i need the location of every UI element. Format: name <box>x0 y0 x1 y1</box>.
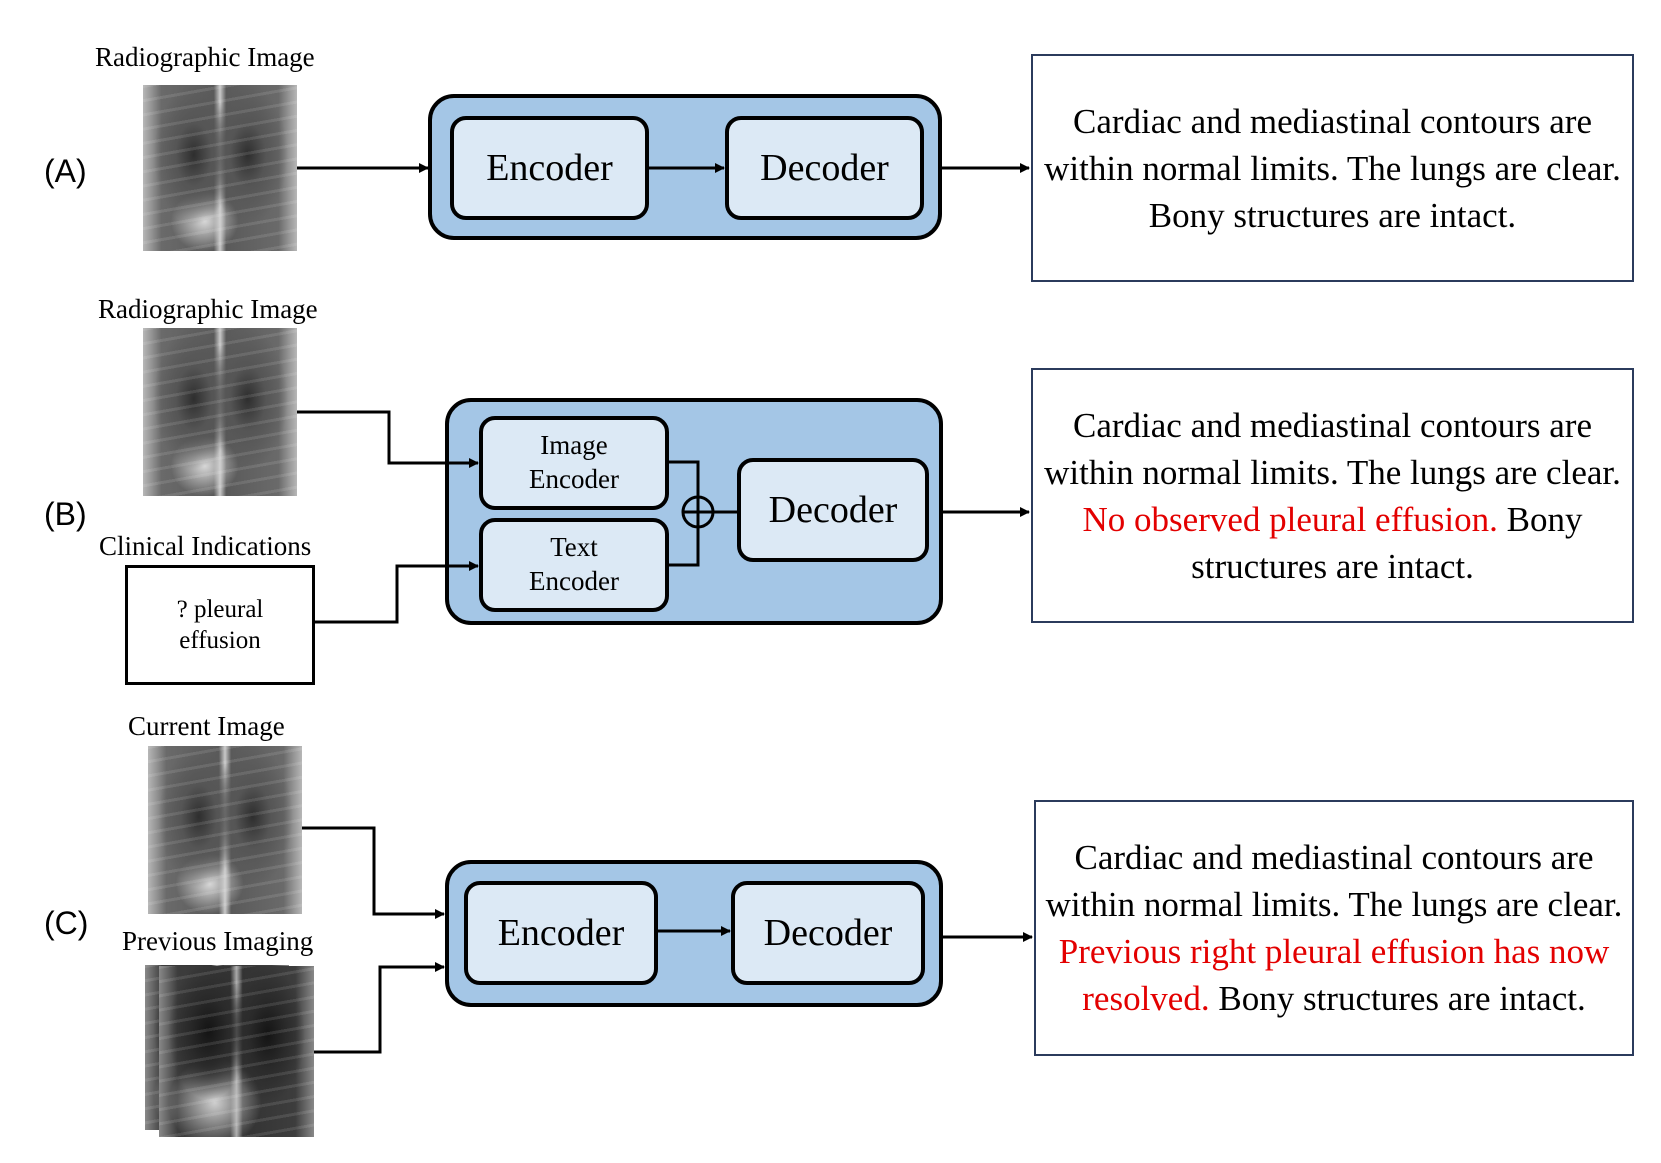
panel-b-indications-line1: ? pleural <box>176 596 264 623</box>
panel-a-encoder: Encoder <box>450 116 649 220</box>
panel-b-report-text: Cardiac and mediastinal contours are wit… <box>1033 402 1632 590</box>
panel-b-report-highlight: No observed pleural effusion. <box>1082 499 1498 539</box>
panel-b-text-encoder-line2: Encoder <box>529 566 619 596</box>
panel-c-previous-xray-image <box>159 966 314 1137</box>
panel-a-report: Cardiac and mediastinal contours are wit… <box>1031 54 1634 282</box>
panel-c-previous-caption: Previous Imaging <box>122 926 314 956</box>
panel-b-image-encoder-line2: Encoder <box>529 464 619 494</box>
panel-c-report: Cardiac and mediastinal contours are wit… <box>1034 800 1634 1056</box>
panel-b-indications-box: ? pleural effusion <box>125 565 315 685</box>
panel-a-encoder-label: Encoder <box>486 147 613 189</box>
panel-c-encoder-label: Encoder <box>497 912 625 954</box>
panel-b-report-part2: Bony structures are intact. <box>1191 499 1583 586</box>
panel-c-encoder: Encoder <box>464 881 658 985</box>
panel-c-report-part2: Bony structures are intact. <box>1209 979 1586 1018</box>
panel-c-current-arrow <box>302 826 445 919</box>
panel-b-report-part1: Cardiac and mediastinal contours are wit… <box>1044 405 1621 492</box>
panel-b-label: (B) <box>44 496 87 532</box>
panel-c-report-highlight: Previous right pleural effusion has now … <box>1058 932 1610 1018</box>
panel-b-image-encoder: Image Encoder <box>479 416 669 510</box>
panel-c-report-text: Cardiac and mediastinal contours are wit… <box>1036 834 1632 1022</box>
panel-c-decoder: Decoder <box>731 881 925 985</box>
panel-a-decoder-label: Decoder <box>760 147 889 189</box>
panel-c-previous-arrow <box>314 962 445 1054</box>
panel-b-decoder-label: Decoder <box>768 489 898 531</box>
panel-b-indications-caption: Clinical Indications <box>99 531 312 561</box>
panel-a-xray-image <box>143 85 297 251</box>
panel-b-text-encoder: Text Encoder <box>479 518 669 612</box>
panel-b-decoder: Decoder <box>737 458 929 562</box>
panel-b-indications-line2: effusion <box>179 627 261 654</box>
panel-a-label: (A) <box>44 153 87 189</box>
panel-c-decoder-label: Decoder <box>763 912 893 954</box>
panel-a-input-caption: Radiographic Image <box>95 42 315 72</box>
panel-b-input-caption: Radiographic Image <box>98 294 318 324</box>
panel-c-label: (C) <box>44 905 89 941</box>
panel-b-text-encoder-line1: Text <box>550 532 598 563</box>
panel-a-report-text: Cardiac and mediastinal contours are wit… <box>1044 101 1621 235</box>
panel-c-current-xray-image <box>148 746 302 914</box>
panel-c-report-part1: Cardiac and mediastinal contours are wit… <box>1045 838 1623 924</box>
panel-b-xray-image <box>143 328 297 496</box>
panel-b-image-encoder-line1: Image <box>540 430 608 461</box>
panel-b-report: Cardiac and mediastinal contours are wit… <box>1031 368 1634 623</box>
panel-a-decoder: Decoder <box>725 116 924 220</box>
panel-c-current-caption: Current Image <box>128 711 285 741</box>
